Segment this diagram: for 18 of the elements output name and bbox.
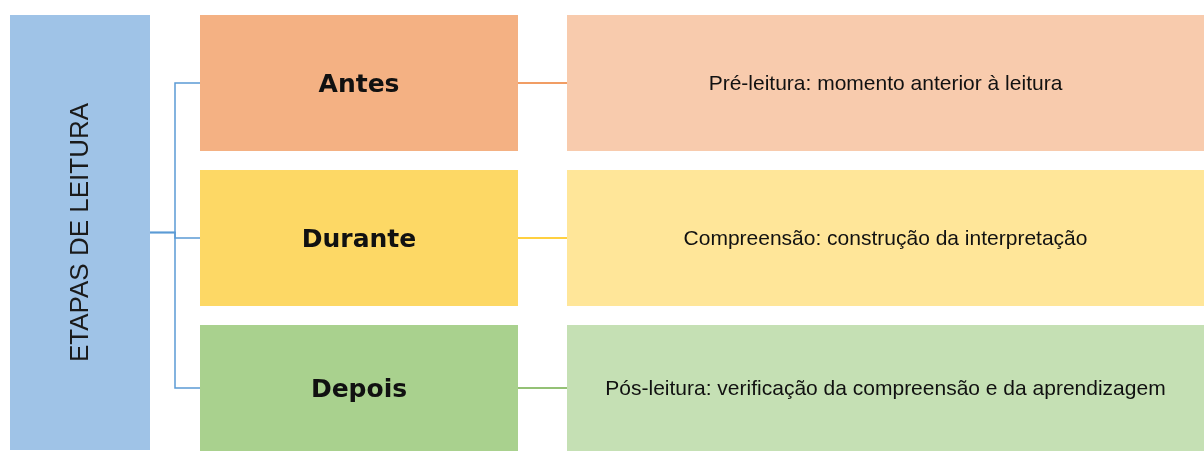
- description-text: Compreensão: construção da interpretação: [683, 224, 1088, 251]
- stage-label: Depois: [310, 373, 408, 403]
- description-box: [567, 325, 1204, 451]
- connector-line: [149, 231, 201, 389]
- connector-line: [517, 237, 568, 239]
- stage-label: Antes: [318, 68, 400, 98]
- description-box: [567, 170, 1204, 306]
- description-text: Pós-leitura: verificação da compreensão e da aprendizagem: [605, 374, 1166, 401]
- stage-label: Durante: [301, 223, 417, 253]
- stage-box: [200, 170, 518, 306]
- description-box: [567, 15, 1204, 151]
- connector-line: [517, 387, 568, 389]
- stage-box: [200, 15, 518, 151]
- category-box: [10, 15, 150, 450]
- vertical-title: ETAPAS DE LEITURA: [64, 102, 96, 363]
- connector-line: [517, 82, 568, 84]
- stage-box: [200, 325, 518, 451]
- description-text: Pré-leitura: momento anterior à leitura: [708, 69, 1063, 96]
